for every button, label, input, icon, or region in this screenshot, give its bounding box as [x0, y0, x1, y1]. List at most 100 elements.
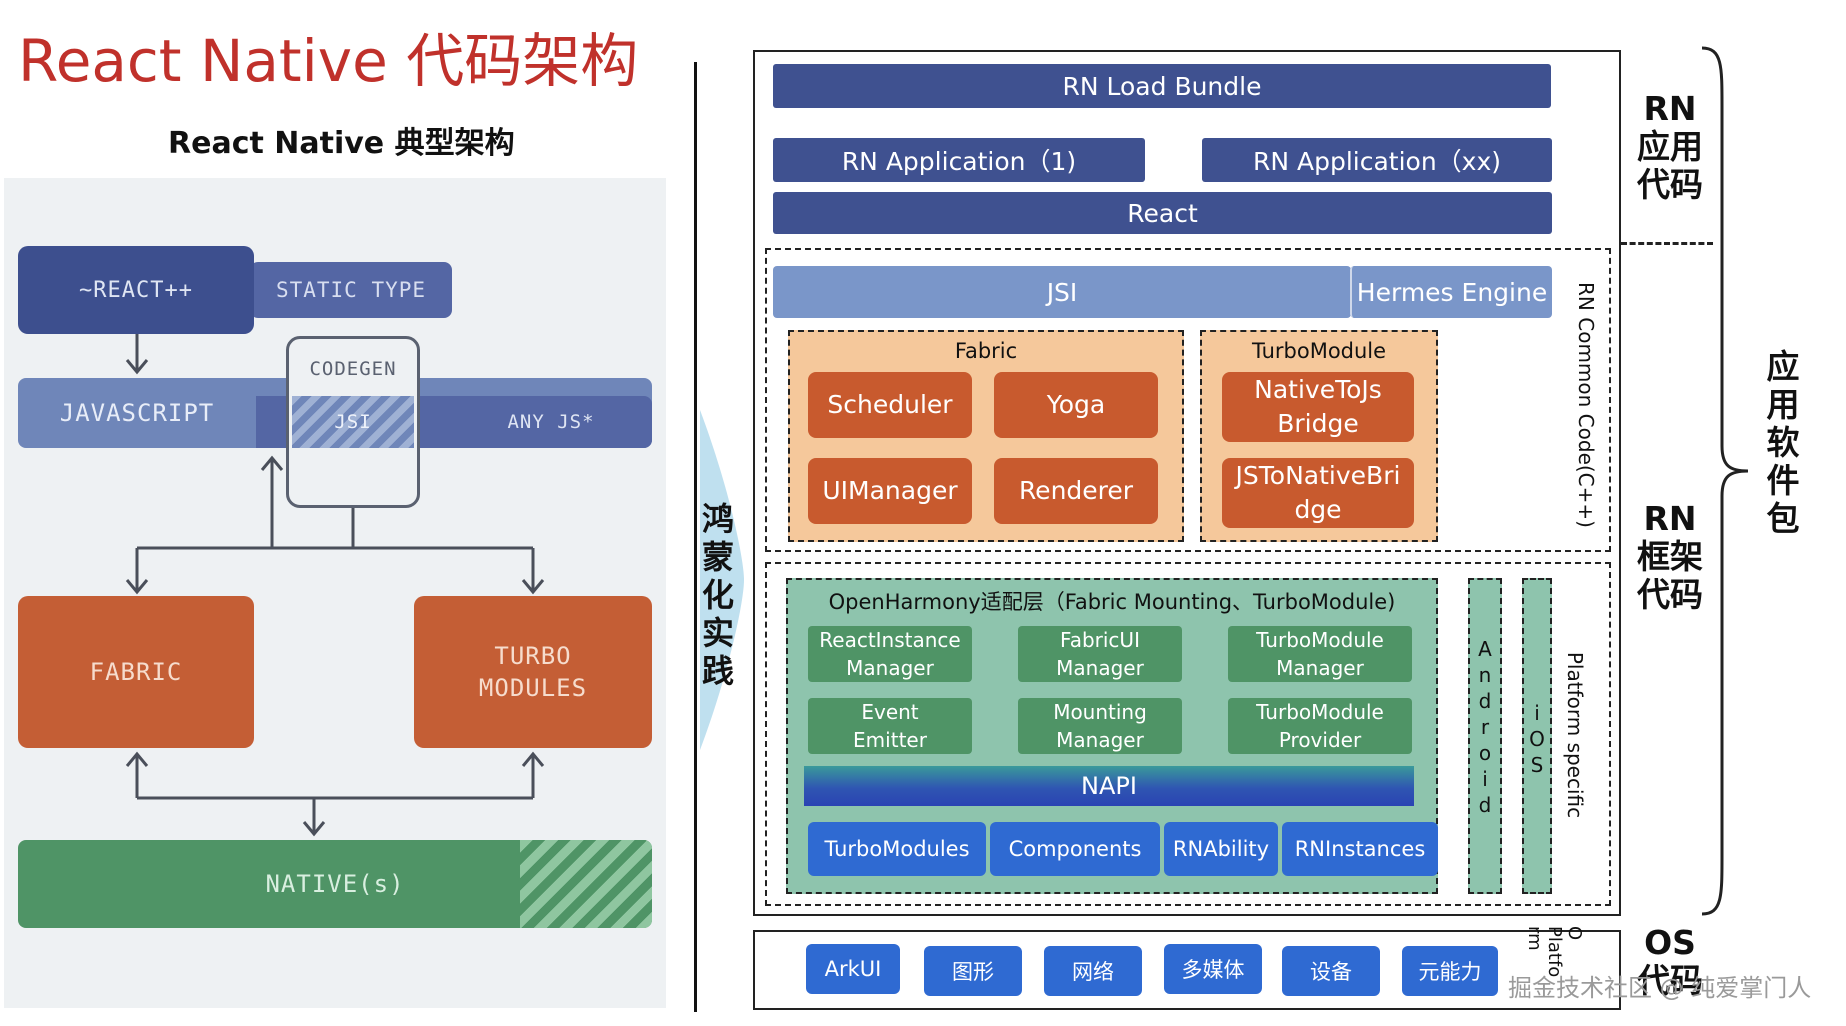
jsi-label: JSI	[334, 411, 372, 433]
app-package-brace	[1701, 46, 1749, 916]
app-package-label: 应 用 软 件 包	[1758, 348, 1808, 538]
jsi-hatched-box: JSI	[292, 396, 414, 448]
hermes-engine-bar: Hermes Engine	[1350, 266, 1552, 318]
os-code-frame	[753, 930, 1621, 1010]
android-letter: d	[1478, 689, 1492, 713]
rn-common-code-region	[765, 248, 1611, 552]
rn-app-code-label: RN 应用 代码	[1630, 90, 1710, 204]
react-box: ~REACT++	[18, 246, 254, 334]
rn-app-line1: RN	[1643, 89, 1697, 128]
os-line1: OS	[1644, 923, 1696, 962]
ios-strip	[1522, 578, 1552, 894]
grid-1-line1: FabricUI	[1060, 628, 1140, 652]
components-box: Components	[990, 822, 1160, 876]
app-package-frame	[753, 50, 1621, 916]
jsi-bar: JSI	[773, 266, 1351, 318]
android-letter: A	[1478, 637, 1492, 661]
fabric-label: FABRIC	[89, 658, 183, 686]
platform-specific-label: Platform specific	[1563, 651, 1587, 819]
android-letter: d	[1478, 793, 1492, 817]
any-js-label: ANY JS*	[507, 411, 595, 433]
os-item-device: 设备	[1282, 946, 1380, 996]
native-to-js-line2: Bridge	[1277, 409, 1359, 438]
rn-framework-code-label: RN 框架 代码	[1630, 500, 1710, 614]
grid-5-line2: Provider	[1278, 728, 1362, 752]
os-item-graphics: 图形	[924, 946, 1022, 996]
turbomodules-box: TurboModules	[808, 822, 986, 876]
rn-common-code-label: RN Common Code(C++)	[1574, 282, 1598, 528]
android-strip	[1468, 578, 1502, 894]
android-letter: r	[1480, 715, 1490, 739]
native-to-js-line1: NativeToJs	[1254, 375, 1382, 404]
grid-4-line1: Mounting	[1053, 700, 1147, 724]
rn-app-line3: 代码	[1637, 165, 1703, 204]
ios-letter: O	[1529, 727, 1545, 751]
app-package-char: 包	[1766, 499, 1800, 538]
rn-framework-line2: 框架	[1637, 537, 1703, 576]
vertical-divider	[694, 62, 697, 1012]
grid-2-line2: Manager	[1276, 656, 1364, 680]
os-item-network: 网络	[1044, 946, 1142, 996]
renderer-box: Renderer	[994, 458, 1158, 524]
static-type-label: STATIC TYPE	[275, 278, 427, 302]
ios-letter: S	[1530, 753, 1544, 777]
rn-application-xx-box: RN Application（xx)	[1202, 138, 1552, 182]
android-letter: o	[1478, 741, 1492, 765]
turbomodule-group-title: TurboModule	[1251, 339, 1387, 363]
native-label: NATIVE(s)	[265, 870, 405, 898]
turbo-label-line1: TURBO	[494, 642, 572, 670]
rn-load-bundle-bar: RN Load Bundle	[773, 64, 1551, 108]
os-line2: 代码	[1637, 961, 1703, 1000]
native-hatch	[520, 840, 652, 928]
android-letter: n	[1478, 663, 1492, 687]
react-bar: React	[773, 192, 1552, 234]
react-label: ~REACT++	[79, 277, 193, 303]
grid-4-line2: Manager	[1056, 728, 1144, 752]
rn-app-line2: 应用	[1637, 127, 1703, 166]
android-letter: i	[1482, 767, 1488, 791]
js-to-native-line2: dge	[1294, 495, 1342, 524]
javascript-label: JAVASCRIPT	[59, 399, 215, 427]
app-package-char: 件	[1766, 461, 1800, 500]
turbo-label-line2: MODULES	[478, 674, 588, 702]
watermark: 掘金技术社区 @ 纯爱掌门人	[1508, 974, 1812, 1002]
page-title: React Native 代码架构	[18, 27, 639, 95]
grid-0-line1: ReactInstance	[819, 628, 961, 652]
left-connectors	[125, 332, 545, 837]
os-item-arkui: ArkUI	[806, 944, 900, 994]
js-to-native-line1: JSToNativeBri	[1235, 461, 1401, 490]
app-package-char: 软	[1766, 423, 1800, 462]
platform-specific-region	[765, 562, 1611, 906]
grid-1-line2: Manager	[1056, 656, 1144, 680]
native-to-js-bridge-box: NativeToJs Bridge	[1222, 372, 1414, 442]
grid-2-line1: TurboModule	[1256, 628, 1384, 652]
android-label: A n d r o i d	[1468, 636, 1502, 818]
openharmony-adapter-title: OpenHarmony适配层（Fabric Mounting、TurboModu…	[828, 590, 1396, 614]
ios-letter: i	[1534, 701, 1540, 725]
grid-0-line2: Manager	[846, 656, 934, 680]
turbo-modules-box: TURBO MODULES	[414, 596, 652, 748]
section-separator	[1621, 242, 1713, 245]
scheduler-box: Scheduler	[808, 372, 972, 438]
grid-3-line1: Event	[861, 700, 919, 724]
os-item-ability: 元能力	[1402, 946, 1498, 996]
fabric-group-title: Fabric	[954, 339, 1018, 363]
rninstances-box: RNInstances	[1282, 822, 1438, 876]
uimanager-box: UIManager	[808, 458, 972, 524]
yoga-box: Yoga	[994, 372, 1158, 438]
os-code-label: OS 代码	[1630, 924, 1710, 1000]
static-type-box: STATIC TYPE	[250, 262, 452, 318]
app-package-char: 应	[1766, 347, 1800, 386]
codegen-label: CODEGEN	[309, 358, 397, 380]
fabricui-manager-box: FabricUI Manager	[1018, 626, 1182, 682]
rn-application-1-box: RN Application（1)	[773, 138, 1145, 182]
os-item-multimedia: 多媒体	[1164, 944, 1262, 994]
rnability-box: RNAbility	[1164, 822, 1278, 876]
grid-3-line2: Emitter	[853, 728, 927, 752]
rn-framework-line3: 代码	[1637, 575, 1703, 614]
